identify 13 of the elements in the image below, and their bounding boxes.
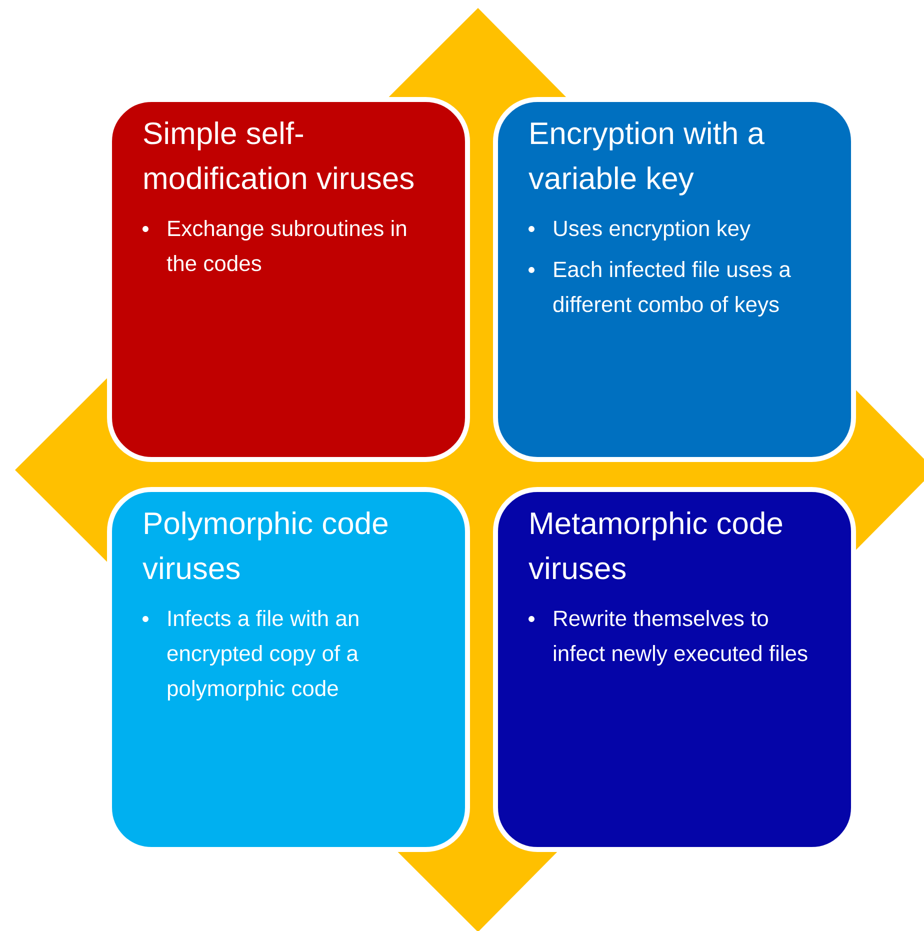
box-heading: Simple self-modification viruses [144, 122, 414, 190]
box-heading: Metamorphic code viruses [528, 512, 782, 580]
info-box [107, 487, 470, 852]
info-box [493, 97, 856, 462]
box-heading: Encryption with a variable key [528, 122, 765, 196]
bullet-text: Uses encryption key [554, 220, 750, 241]
bullet-text: Each infected file uses a different combo of keys [553, 261, 791, 317]
bullet-text: Infects a file with an encrypted copy of a polymorphic code [167, 610, 358, 701]
bullet-text: Exchange subroutines in the codes [166, 220, 406, 272]
info-box [107, 97, 470, 462]
bullet-text: Rewrite themselves to infect newly executed files [554, 610, 808, 666]
box-heading: Polymorphic code viruses [142, 512, 388, 580]
info-box [493, 487, 856, 852]
